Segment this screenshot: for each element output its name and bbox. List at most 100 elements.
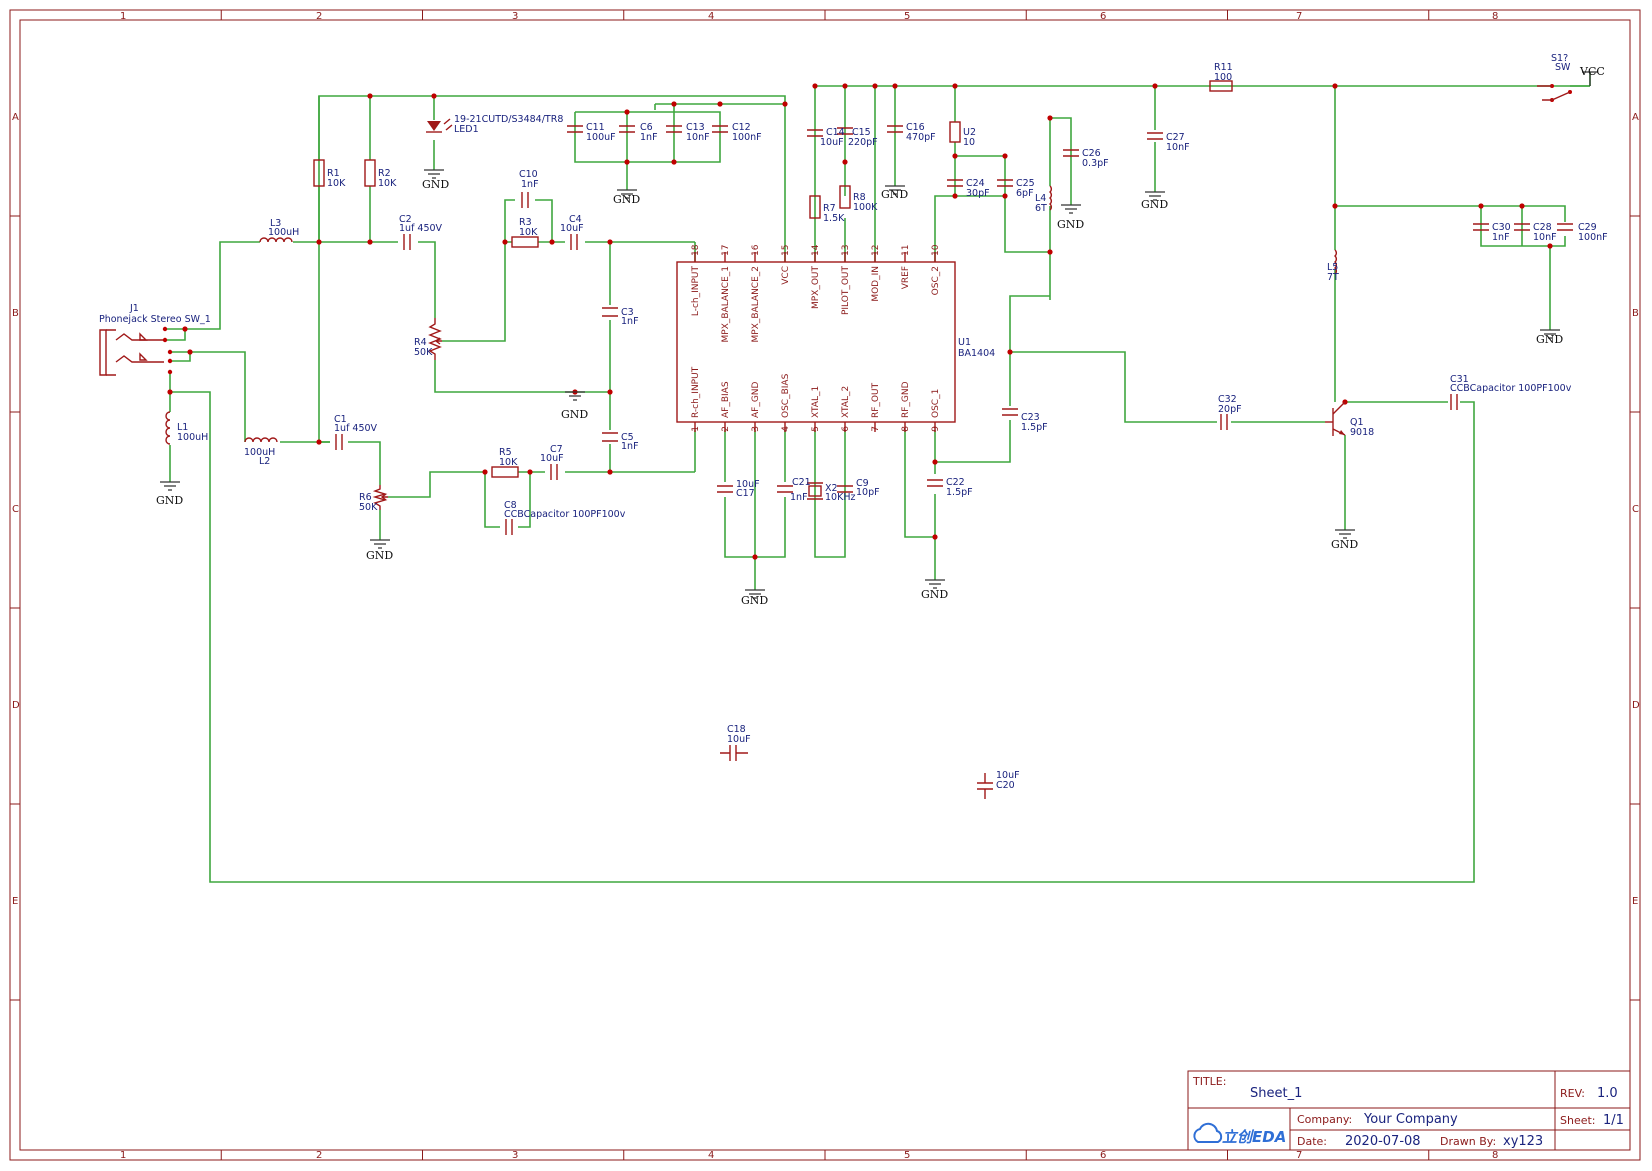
- resistor-r7[interactable]: [809, 195, 821, 219]
- capacitor-c26[interactable]: [1063, 149, 1079, 157]
- ic-u1[interactable]: [676, 252, 956, 432]
- label-s1-val: SW: [1555, 62, 1571, 73]
- label-c21-val: 1nF: [790, 492, 808, 503]
- label-c9-ref: C9: [856, 478, 869, 489]
- label-r6-ref: R6: [359, 492, 372, 503]
- label-c20-val: 10uF: [996, 770, 1020, 781]
- label-c32-ref: C32: [1218, 394, 1237, 405]
- capacitor-c24[interactable]: [947, 179, 963, 187]
- label-led1-ref: LED1: [454, 124, 479, 135]
- resistor-r1[interactable]: [313, 159, 325, 187]
- zone-row-c-left: C: [12, 504, 19, 515]
- label-c22-ref: C22: [946, 477, 965, 488]
- label-c7-val: 10uF: [540, 453, 564, 464]
- inductor-l2[interactable]: [244, 437, 278, 443]
- gnd-c27: GND: [1141, 198, 1168, 211]
- label-c12-val: 100nF: [732, 132, 762, 143]
- inductor-l1[interactable]: [165, 411, 171, 445]
- ic-bottom-pin-number: 9: [931, 426, 941, 432]
- capacitor-c17[interactable]: [717, 485, 733, 493]
- inductor-l4[interactable]: [1048, 185, 1052, 211]
- inductor-l3[interactable]: [259, 237, 293, 243]
- resistor-r3[interactable]: [511, 236, 539, 248]
- capacitor-c11[interactable]: [567, 125, 583, 133]
- label-c29-ref: C29: [1578, 222, 1597, 233]
- capacitor-c6[interactable]: [619, 125, 635, 133]
- capacitor-c32[interactable]: [1220, 414, 1228, 430]
- capacitor-c27[interactable]: [1147, 132, 1163, 140]
- capacitor-c28[interactable]: [1514, 223, 1530, 231]
- capacitor-c1[interactable]: [335, 434, 343, 450]
- label-s1-ref: S1?: [1551, 53, 1568, 64]
- capacitor-c30[interactable]: [1473, 223, 1489, 231]
- potentiometer-r6[interactable]: [372, 485, 388, 510]
- capacitor-c31[interactable]: [1450, 394, 1458, 410]
- junction-dots: [167, 83, 1553, 560]
- capacitor-c5[interactable]: [602, 432, 618, 442]
- resistor-r8[interactable]: [839, 185, 851, 209]
- zone-col-8-bottom: 8: [1492, 1150, 1498, 1161]
- transistor-q1[interactable]: [1325, 401, 1346, 436]
- crystal-x2[interactable]: [807, 482, 823, 500]
- label-c28-val: 10nF: [1533, 232, 1557, 243]
- title-block: TITLE: Sheet_1 REV: 1.0 Company: Your Co…: [1187, 1070, 1631, 1151]
- label-l2-ref: L2: [259, 456, 270, 467]
- zone-row-a-right: A: [1632, 112, 1639, 123]
- zone-row-b-left: B: [12, 308, 19, 319]
- ic-top-pin-number: 17: [721, 245, 731, 256]
- capacitor-c29[interactable]: [1557, 223, 1573, 231]
- label-x2-ref: X2: [825, 483, 838, 494]
- resistor-r5[interactable]: [491, 466, 519, 478]
- capacitor-c15[interactable]: [837, 127, 853, 135]
- capacitor-c2[interactable]: [403, 234, 411, 250]
- label-c27-ref: C27: [1166, 132, 1185, 143]
- label-r4-val: 50K: [414, 347, 433, 358]
- capacitor-c14[interactable]: [807, 129, 823, 137]
- led-led1[interactable]: [426, 118, 453, 133]
- label-c23-val: 1.5pF: [1021, 422, 1048, 433]
- date-key: Date:: [1297, 1135, 1327, 1148]
- label-led1-val: 19-21CUTD/S3484/TR8: [454, 114, 563, 125]
- resistor-u2[interactable]: [949, 121, 961, 143]
- label-c5-ref: C5: [621, 432, 634, 443]
- label-r3-ref: R3: [519, 217, 532, 228]
- capacitor-c18[interactable]: [720, 745, 748, 761]
- zone-col-5-top: 5: [904, 11, 910, 22]
- inductor-l5[interactable]: [1333, 249, 1337, 275]
- label-l5-ref: L5: [1327, 262, 1338, 273]
- capacitor-c16[interactable]: [887, 125, 903, 133]
- zone-col-7-bottom: 7: [1296, 1150, 1302, 1161]
- capacitor-c3[interactable]: [602, 307, 618, 317]
- switch-s1[interactable]: [1537, 84, 1572, 102]
- capacitor-c20[interactable]: [977, 773, 993, 799]
- capacitor-c7[interactable]: [550, 464, 558, 480]
- label-c8-val: CCBCapacitor 100PF100v: [504, 509, 626, 520]
- resistor-r2[interactable]: [364, 159, 376, 187]
- label-q1-val: 9018: [1350, 427, 1374, 438]
- label-c26-val: 0.3pF: [1082, 158, 1109, 169]
- ic-bottom-pin-name: AF_GND: [751, 381, 761, 418]
- capacitor-c8[interactable]: [505, 519, 513, 535]
- capacitor-c23[interactable]: [1002, 408, 1018, 416]
- label-c8-ref: C8: [504, 500, 517, 511]
- label-c18-val: 10uF: [727, 734, 751, 745]
- label-r3-val: 10K: [519, 227, 538, 238]
- capacitor-c21[interactable]: [777, 485, 793, 493]
- capacitor-c4[interactable]: [570, 234, 578, 250]
- capacitor-c25[interactable]: [997, 179, 1013, 187]
- potentiometer-r4[interactable]: [428, 318, 442, 360]
- gnd-r4: GND: [561, 408, 588, 421]
- capacitor-c13[interactable]: [666, 125, 682, 133]
- gnd-af: GND: [741, 594, 768, 607]
- jack-j1[interactable]: [99, 326, 173, 376]
- label-c15-val: 220pF: [848, 137, 878, 148]
- capacitor-c12[interactable]: [712, 125, 728, 133]
- label-r1-ref: R1: [327, 168, 340, 179]
- capacitor-c10[interactable]: [521, 192, 529, 208]
- capacitor-c9[interactable]: [837, 485, 853, 493]
- ic-bottom-pin-number: 3: [751, 426, 761, 432]
- ground-labels: GND GND GND GND GND GND GND GND GND GND …: [156, 178, 1563, 607]
- capacitor-c22[interactable]: [927, 479, 943, 487]
- label-c6-val: 1nF: [640, 132, 658, 143]
- resistor-r11[interactable]: [1209, 80, 1233, 92]
